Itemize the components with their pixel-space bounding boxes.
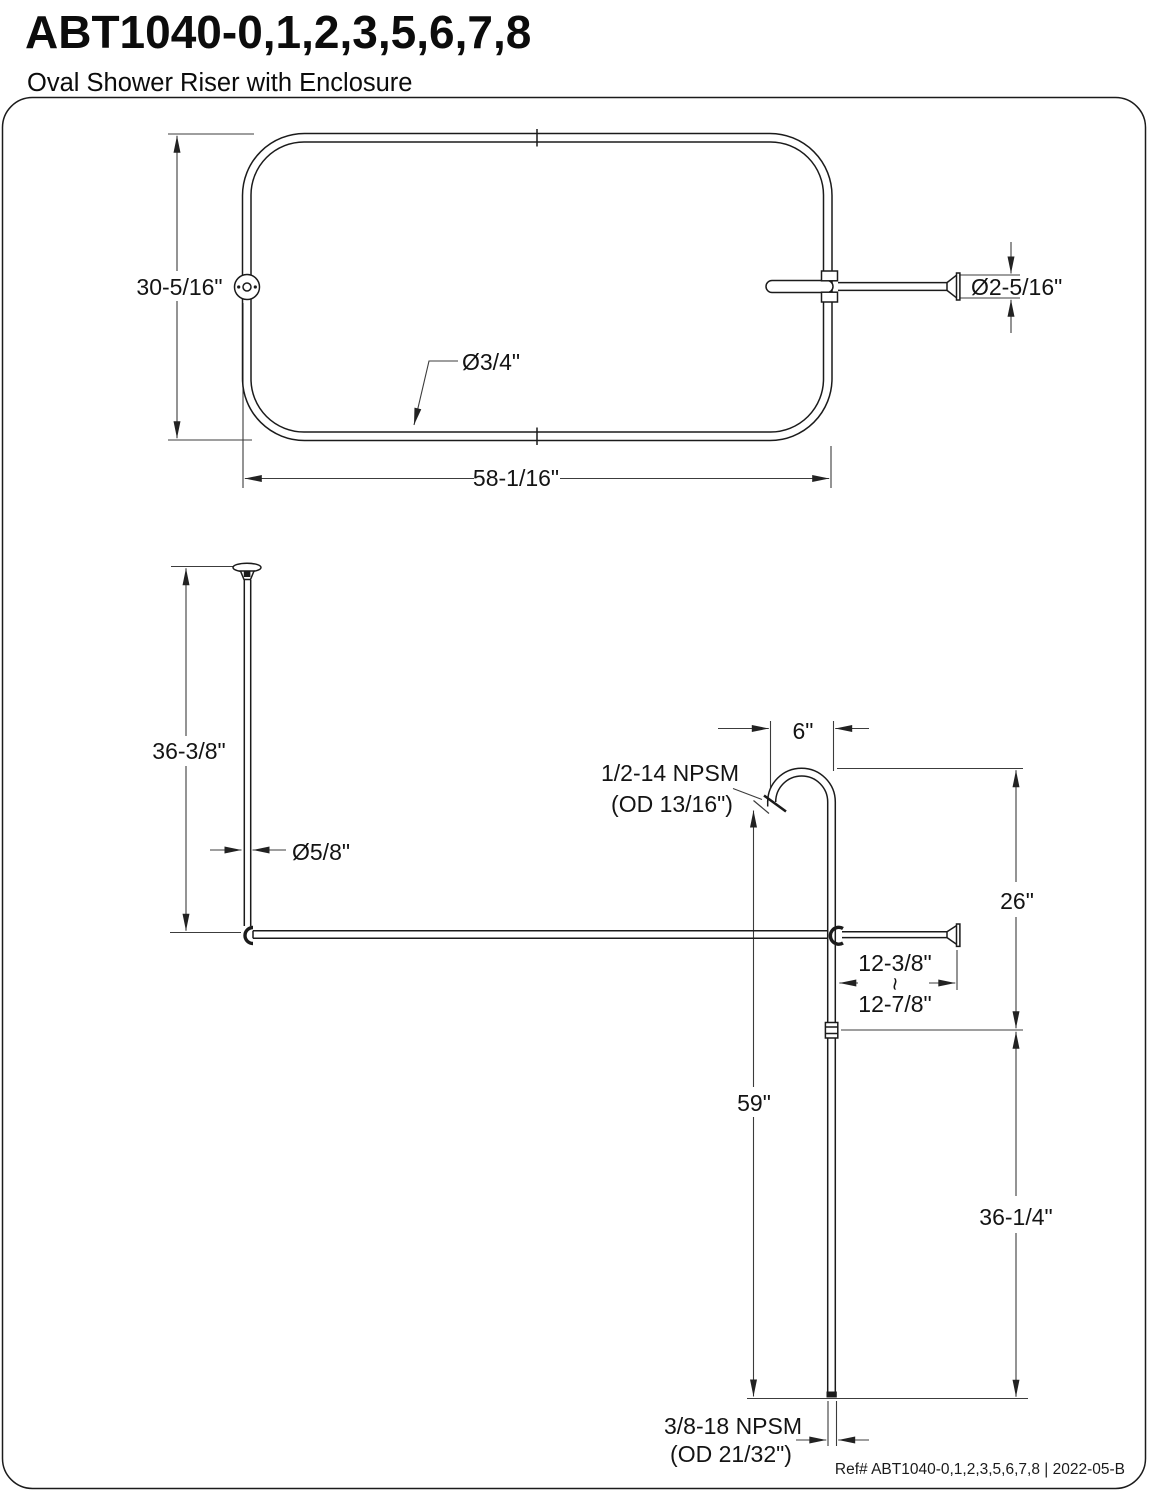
side-view — [232, 562, 961, 1398]
wall-arm-inner-rod — [765, 279, 834, 294]
label-wall-arm-range-tilde: ~ — [882, 977, 908, 990]
page-subtitle: Oval Shower Riser with Enclosure — [27, 69, 412, 97]
label-gooseneck-offset: 6" — [793, 718, 814, 744]
label-shower-thread-1: 1/2-14 NPSM — [601, 760, 739, 786]
gooseneck-inner-arc — [774, 775, 829, 803]
ceiling-support-flange-hole — [242, 282, 252, 292]
wall-support-cone-bottom — [946, 936, 957, 945]
support-rod-clamp — [243, 925, 254, 946]
label-enclosure-width: 58-1/16" — [473, 465, 559, 491]
label-wall-arm-min: 12-3/8" — [858, 950, 931, 976]
label-wall-flange-diameter: Ø2-5/16" — [971, 274, 1062, 300]
gooseneck-outer-arc — [766, 767, 837, 803]
wall-flange-cone-bottom — [946, 289, 957, 299]
wall-flange-plate — [955, 272, 961, 301]
label-gooseneck-to-coupling: 26" — [1000, 888, 1034, 914]
dimension-text-layer: 30-5/16" 58-1/16" Ø3/4" Ø2-5/16" 36-3/8"… — [136, 274, 1125, 1478]
label-riser-length: 59" — [737, 1090, 771, 1116]
arm-clamp-lower — [820, 291, 839, 303]
label-enclosure-depth: 30-5/16" — [136, 274, 222, 300]
riser-bottom-thread-cap — [826, 1391, 837, 1398]
dimension-layer — [168, 133, 1028, 1446]
reference-number: Ref# ABT1040-0,1,2,3,5,6,7,8 | 2022-05-B — [835, 1461, 1125, 1478]
riser-rod-junction-clamp — [828, 925, 844, 946]
label-bottom-thread-1: 3/8-18 NPSM — [664, 1413, 802, 1439]
wall-support-flange-plate — [955, 923, 961, 948]
leader-tube-diameter — [413, 360, 458, 426]
leader-shower-thread — [732, 787, 763, 801]
arm-clamp-upper — [820, 270, 839, 282]
label-bottom-thread-2: (OD 21/32") — [670, 1441, 792, 1467]
ceiling-flange-nut — [243, 571, 251, 577]
ceiling-support-flange-top-view — [233, 273, 261, 301]
label-ceiling-support-length: 36-3/8" — [152, 738, 225, 764]
flange-screw-right — [253, 285, 257, 289]
label-shower-thread-2: (OD 13/16") — [611, 791, 733, 817]
label-tube-diameter: Ø3/4" — [462, 349, 520, 375]
sheet-border — [1, 96, 1147, 1490]
page-title: ABT1040-0,1,2,3,5,6,7,8 — [25, 6, 531, 58]
gooseneck-thread-tick — [753, 800, 770, 814]
flange-screw-left — [237, 285, 241, 289]
label-coupling-to-bottom: 36-1/4" — [979, 1204, 1052, 1230]
label-ceiling-support-diameter: Ø5/8" — [292, 839, 350, 865]
wall-support-cone-top — [946, 924, 957, 933]
label-wall-arm-max: 12-7/8" — [858, 991, 931, 1017]
wall-flange-cone-top — [946, 274, 957, 284]
riser-coupling — [824, 1021, 839, 1039]
top-view — [233, 129, 961, 445]
